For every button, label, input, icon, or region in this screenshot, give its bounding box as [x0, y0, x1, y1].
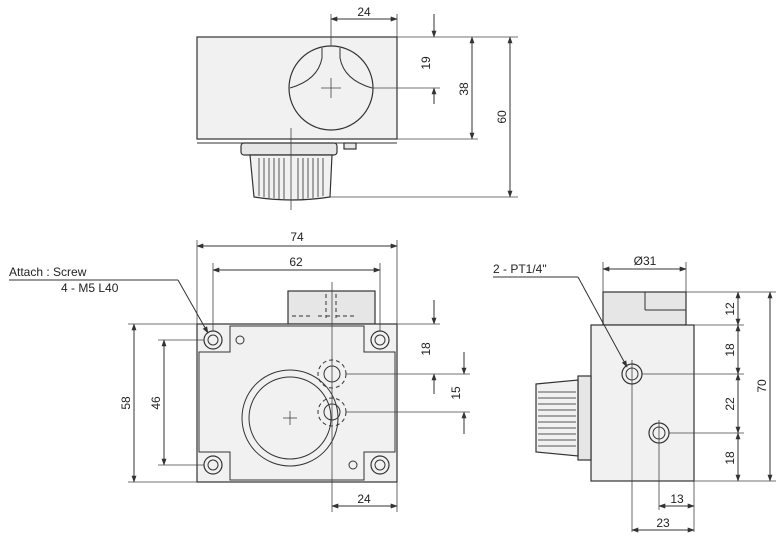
front-dim-62: 62 — [289, 255, 303, 269]
front-dim-46: 46 — [149, 396, 163, 410]
front-dim-15: 15 — [449, 386, 463, 400]
top-dim-38: 38 — [457, 82, 471, 96]
front-mounting-screws — [203, 330, 390, 475]
front-dim-18: 18 — [419, 342, 433, 356]
side-dim-18b: 18 — [723, 451, 737, 465]
top-dim-19: 19 — [419, 56, 433, 70]
front-dim-24: 24 — [357, 492, 371, 506]
front-view: 74 62 58 46 18 15 24 Attach : Screw 4 - … — [9, 230, 470, 512]
top-dim-24: 24 — [357, 5, 371, 19]
top-knob-collar — [240, 142, 338, 156]
side-dim-13: 13 — [670, 492, 684, 506]
side-dim-22: 22 — [723, 397, 737, 411]
side-dim-dia31: Ø31 — [634, 254, 657, 268]
side-dim-70: 70 — [755, 379, 769, 393]
side-dim-18a: 18 — [723, 343, 737, 357]
side-view: Ø31 12 18 22 18 70 13 23 2 - PT1/4" — [493, 254, 776, 533]
side-dim-23: 23 — [656, 516, 670, 530]
attach-label: Attach : Screw — [9, 265, 87, 279]
side-dim-12: 12 — [723, 302, 737, 316]
screw-spec: 4 - M5 L40 — [61, 281, 119, 295]
port-label: 2 - PT1/4" — [493, 262, 547, 276]
side-knurled-knob — [535, 375, 592, 461]
side-body — [590, 324, 695, 482]
top-dim-60: 60 — [495, 110, 509, 124]
front-dim-74: 74 — [290, 230, 304, 244]
front-top-block — [287, 290, 376, 325]
front-dim-58: 58 — [119, 396, 133, 410]
top-view: 24 19 38 60 — [196, 5, 518, 210]
